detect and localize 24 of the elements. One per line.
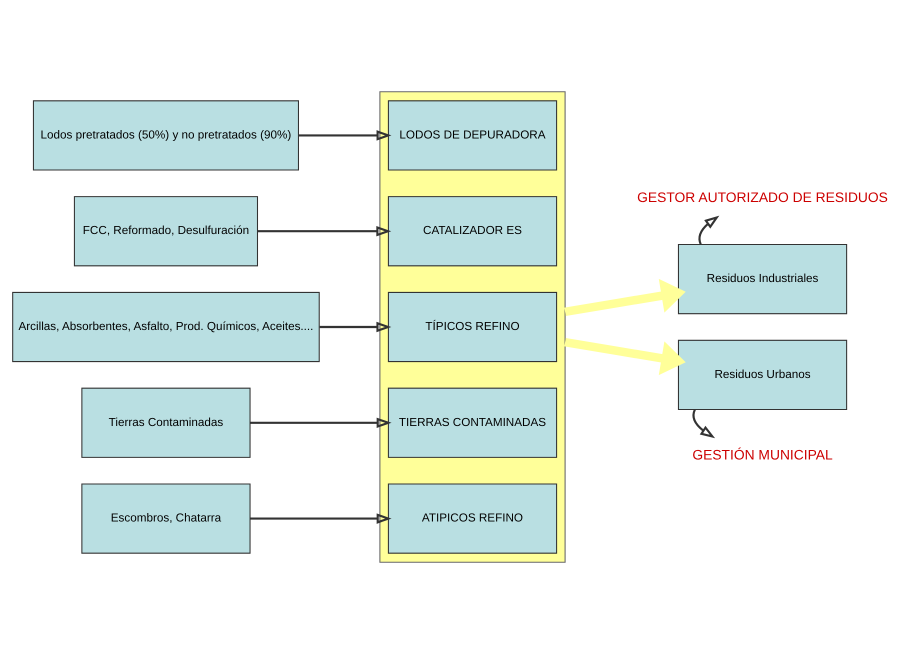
- node-box: Residuos Urbanos: [678, 339, 848, 410]
- node-box: Tierras Contaminadas: [81, 387, 251, 458]
- node-text: GESTIÓN MUNICIPAL: [692, 446, 833, 462]
- arrow: [692, 408, 716, 438]
- arrow: [564, 338, 686, 375]
- cluster: [379, 90, 566, 562]
- arrow: [298, 130, 392, 140]
- node-box: TÍPICOS REFINO: [388, 291, 558, 362]
- node-box: FCC, Reformado, Desulfuración: [74, 196, 258, 266]
- arrow: [698, 215, 720, 244]
- node-box: Escombros, Chatarra: [81, 482, 251, 554]
- arrow: [258, 225, 392, 236]
- node-box: LODOS DE DEPURADORA: [388, 100, 558, 170]
- arrow: [320, 321, 392, 332]
- node-box: ATIPICOS REFINO: [388, 482, 558, 554]
- node-text: GESTOR AUTORIZADO DE RESIDUOS: [637, 188, 888, 204]
- node-box: Arcillas, Absorbentes, Asfalto, Prod. Químicos, Aceites....: [12, 291, 320, 362]
- arrow: [564, 278, 686, 316]
- arrow: [250, 512, 392, 524]
- node-box: Residuos Industriales: [678, 243, 848, 314]
- arrow: [250, 417, 392, 428]
- node-box: Lodos pretratados (50%) y no pretratados (90%): [32, 100, 299, 170]
- node-box: TIERRAS CONTAMINADAS: [388, 387, 558, 458]
- node-box: CATALIZADOR ES: [388, 196, 558, 266]
